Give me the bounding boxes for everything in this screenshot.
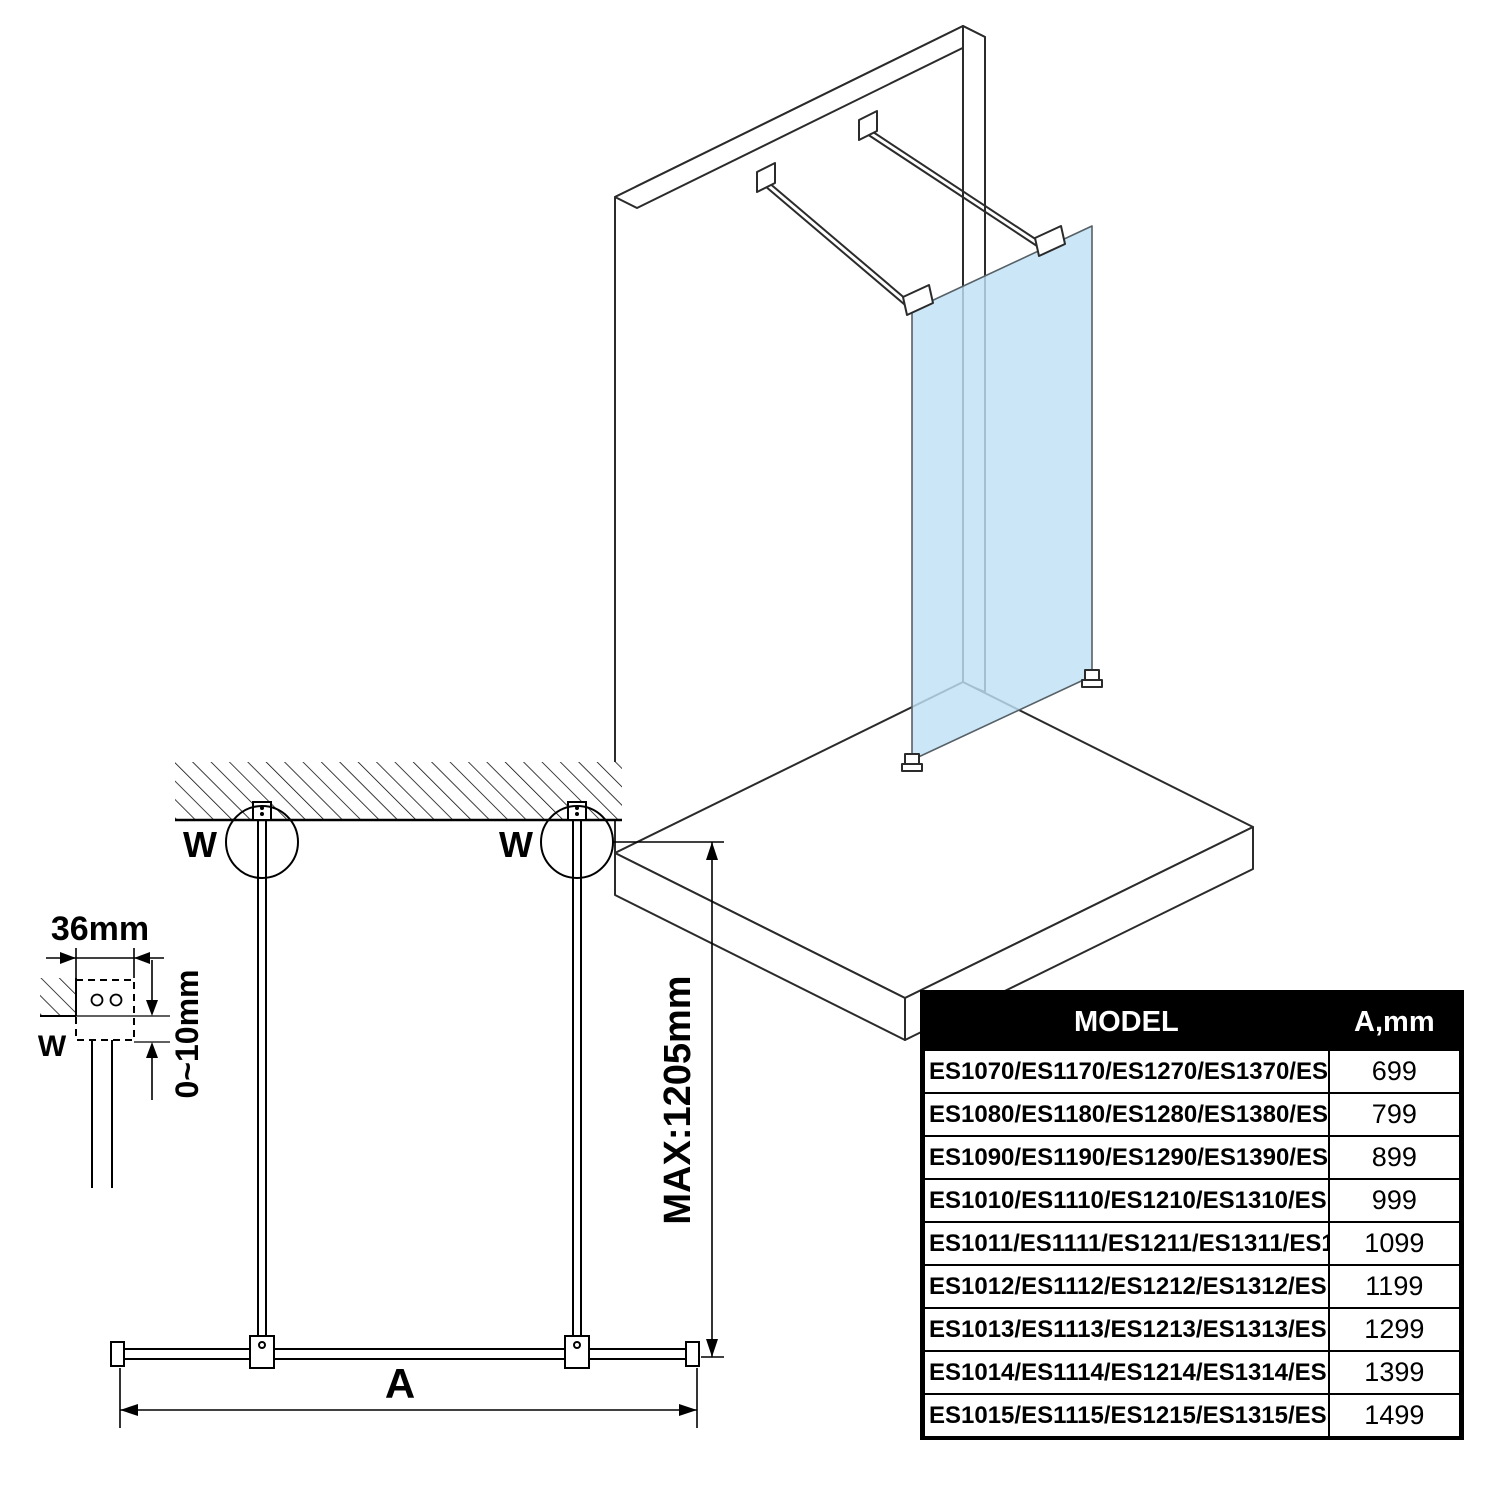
glass-clamp-2 [1034, 225, 1066, 257]
glass-clamp-1 [902, 284, 934, 316]
bottom-bar [124, 1348, 686, 1360]
right-ceiling-mount [567, 801, 587, 821]
left-support-rod [257, 820, 267, 1343]
front-view [40, 762, 724, 1428]
ceiling-hatch [175, 762, 622, 820]
right-support-rod [572, 820, 582, 1343]
detail-bracket [75, 979, 135, 1041]
a-value-cell: 1099 [1327, 1221, 1462, 1266]
mount-detail [40, 948, 170, 1188]
a-value-cell: 1299 [1327, 1307, 1462, 1352]
a-value-cell: 1199 [1327, 1264, 1462, 1309]
left-rod-clamp [249, 1335, 275, 1369]
a-value-cell: 899 [1327, 1135, 1462, 1180]
a-width-dimension [119, 1368, 698, 1428]
table-row: ES1014/ES1114/ES1214/ES1314/ES1514 1399 [923, 1350, 1462, 1395]
table-row: ES1090/ES1190/ES1290/ES1390/ES1590 899 [923, 1135, 1462, 1180]
wall-bracket-1 [756, 162, 776, 193]
a-value-cell: 999 [1327, 1178, 1462, 1223]
bottom-bar-left-cap [110, 1341, 125, 1367]
model-cell: ES1013/ES1113/ES1213/ES1313/ES1513 [923, 1307, 1330, 1352]
table-header-row: MODEL A,mm [923, 993, 1462, 1051]
model-cell: ES1012/ES1112/ES1212/ES1312/ES1512 [923, 1264, 1330, 1309]
a-width-label: A [385, 1360, 415, 1407]
table-row: ES1013/ES1113/ES1213/ES1313/ES1513 1299 [923, 1307, 1462, 1352]
isometric-view [614, 25, 1254, 1041]
bracket-width-label: 36mm [51, 910, 149, 948]
support-bar-2 [866, 129, 1047, 251]
max-height-label: MAX:1205mm [657, 975, 699, 1224]
wall-bracket-2 [858, 110, 878, 141]
a-value-cell: 799 [1327, 1092, 1462, 1137]
table-row: ES1015/ES1115/ES1215/ES1315/ES1515 1499 [923, 1393, 1462, 1438]
table-row: ES1070/ES1170/ES1270/ES1370/ES1570 699 [923, 1049, 1462, 1094]
model-table: MODEL A,mm ES1070/ES1170/ES1270/ES1370/E… [920, 990, 1464, 1440]
table-row: ES1012/ES1112/ES1212/ES1312/ES1512 1199 [923, 1264, 1462, 1309]
detail-bracket-screw-2 [109, 993, 123, 1007]
right-rod-clamp [564, 1335, 590, 1369]
model-cell: ES1010/ES1110/ES1210/ES1310/ES1510 [923, 1178, 1330, 1223]
a-value-cell: 1499 [1327, 1393, 1462, 1438]
model-cell: ES1080/ES1180/ES1280/ES1380/ES1580 [923, 1092, 1330, 1137]
gap-dimension [146, 960, 158, 1100]
max-height-dimension [613, 841, 724, 1358]
wall-anchor-label-left: W [183, 824, 217, 865]
detail-rod [91, 1040, 113, 1188]
model-size-table: MODEL A,mm ES1070/ES1170/ES1270/ES1370/E… [923, 993, 1462, 1438]
detail-ceiling-hatch [40, 978, 76, 1016]
a-value-cell: 699 [1327, 1049, 1462, 1094]
model-cell: ES1015/ES1115/ES1215/ES1315/ES1515 [923, 1393, 1330, 1438]
glass-foot-left [901, 753, 923, 772]
model-column-header: MODEL [923, 993, 1330, 1051]
wall-anchor-label-right: W [499, 824, 533, 865]
left-detail-circle [225, 805, 299, 879]
glass-panel [911, 225, 1093, 761]
a-mm-column-header: A,mm [1327, 993, 1462, 1051]
model-cell: ES1011/ES1111/ES1211/ES1311/ES1511 [923, 1221, 1330, 1266]
glass-foot-right [1081, 669, 1103, 688]
floor-front-right-edge [904, 826, 1254, 1041]
table-row: ES1080/ES1180/ES1280/ES1380/ES1580 799 [923, 1092, 1462, 1137]
detail-bracket-screw-1 [90, 993, 104, 1007]
a-value-cell: 1399 [1327, 1350, 1462, 1395]
detail-anchor-label: W [38, 1030, 67, 1063]
bracket-width-dimension [46, 948, 164, 978]
table-row: ES1011/ES1111/ES1211/ES1311/ES1511 1099 [923, 1221, 1462, 1266]
model-cell: ES1070/ES1170/ES1270/ES1370/ES1570 [923, 1049, 1330, 1094]
bottom-bar-right-cap [685, 1341, 700, 1367]
labels: W W MAX:1205mm A 36mm 0~10mm W [38, 824, 699, 1407]
gap-label: 0~10mm [169, 970, 205, 1099]
support-bar-1 [764, 181, 915, 311]
model-cell: ES1090/ES1190/ES1290/ES1390/ES1590 [923, 1135, 1330, 1180]
model-cell: ES1014/ES1114/ES1214/ES1314/ES1514 [923, 1350, 1330, 1395]
left-ceiling-mount [252, 801, 272, 821]
table-row: ES1010/ES1110/ES1210/ES1310/ES1510 999 [923, 1178, 1462, 1223]
